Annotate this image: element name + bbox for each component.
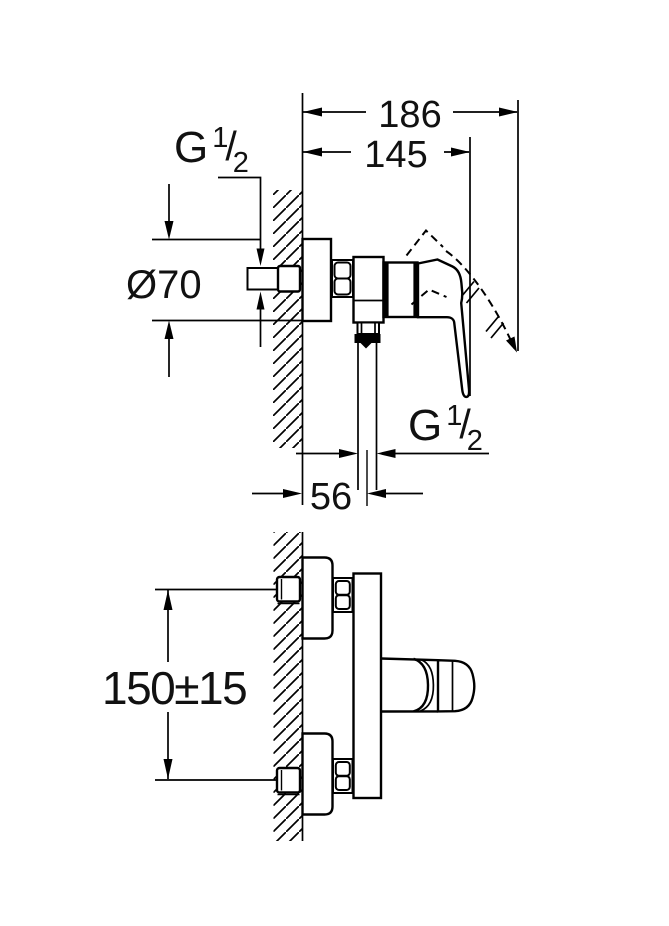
dim-label-total-depth: 186 [378, 94, 442, 136]
outlet-thread-denominator: 2 [466, 425, 483, 457]
union-nut-side [331, 259, 354, 298]
dim-label-escutcheon-diameter: Ø70 [126, 263, 202, 307]
inlet-thread-numerator: 1 [212, 122, 229, 154]
outlet-thread-slash: / [459, 401, 471, 447]
front-view [155, 532, 476, 841]
dim-70 [152, 184, 302, 377]
wall-connection-side [246, 264, 302, 293]
dim-145 [303, 147, 470, 157]
escutcheon-side [301, 237, 333, 323]
dim-186 [303, 107, 518, 117]
dim-label-connection-spacing: 150±15 [102, 662, 248, 714]
handle-swing-dashed [405, 229, 517, 353]
mixer-body-front [352, 572, 383, 800]
wall-nut-lower [275, 766, 302, 796]
escutcheon-lower [301, 732, 334, 816]
dim-outlet-thread [296, 449, 489, 458]
outlet-thread-numerator: 1 [446, 400, 463, 432]
union-nut-upper [332, 577, 354, 613]
wall-nut-upper [275, 575, 302, 605]
union-nut-lower [332, 758, 354, 794]
lever-handle [416, 258, 471, 399]
escutcheon-upper [301, 556, 334, 640]
inlet-thread-base: G [174, 123, 209, 172]
inlet-thread-denominator: 2 [232, 147, 249, 179]
dim-label-depth-to-handle: 145 [364, 134, 428, 176]
dim-56 [252, 489, 423, 498]
lever-handle-front [380, 657, 476, 713]
inlet-thread-slash: / [225, 123, 237, 169]
mixer-body-side [352, 255, 419, 324]
dim-150 [155, 588, 299, 781]
wall-hatch-side [273, 190, 303, 448]
hose-outlet [354, 321, 381, 506]
outlet-thread-base: G [408, 401, 443, 450]
leader-inlet-thread [218, 176, 265, 347]
side-view [152, 93, 519, 506]
dim-label-wall-to-outlet: 56 [309, 476, 353, 518]
